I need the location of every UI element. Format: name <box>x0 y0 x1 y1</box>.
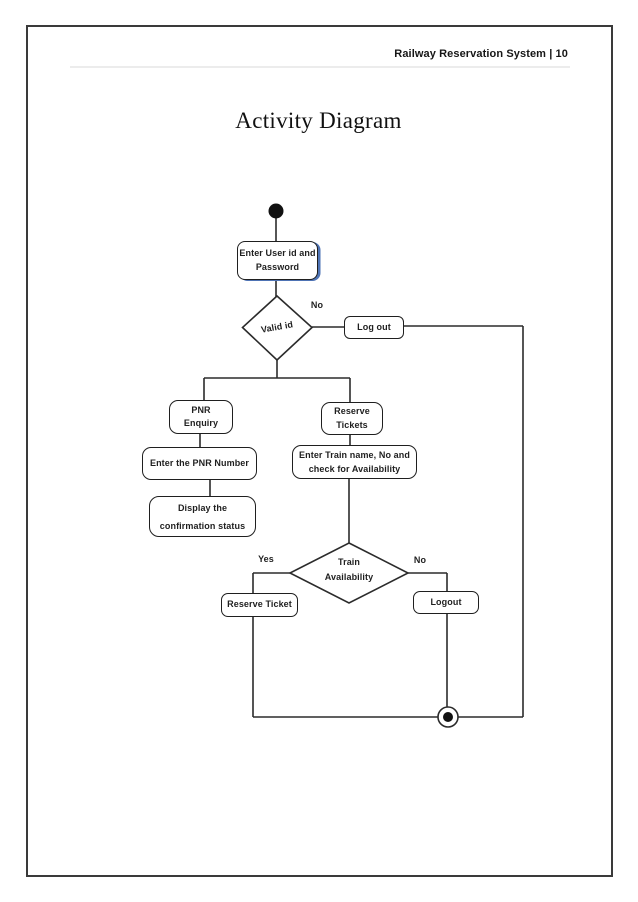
decision-diamond-valid-id <box>241 294 314 362</box>
node-label: Reserve Tickets <box>334 406 370 430</box>
activity-node-enter-pnr-number: Enter the PNR Number <box>142 447 257 480</box>
edge-label-no: No <box>413 555 427 565</box>
decision-label-line: Train <box>337 556 360 567</box>
activity-node-log-out: Log out <box>344 316 404 339</box>
node-label: Display the confirmation status <box>159 502 246 531</box>
end-node-inner <box>443 712 453 722</box>
node-label: PNR Enquiry <box>183 404 219 428</box>
activity-node-reserve-ticket: Reserve Ticket <box>221 593 298 617</box>
node-label: Enter User id and Password <box>239 248 316 272</box>
decision-label-train-availability: Train Availability <box>299 551 399 587</box>
decision-label-line: Availability <box>324 571 374 582</box>
activity-node-logout: Logout <box>413 591 479 614</box>
activity-node-reserve-tickets: Reserve Tickets <box>321 402 383 435</box>
edge-label-yes: Yes <box>258 554 274 564</box>
page-border <box>26 25 613 877</box>
header-divider <box>70 66 570 68</box>
activity-node-enter-train-details: Enter Train name, No and check for Avail… <box>292 445 417 479</box>
activity-node-display-confirmation: Display the confirmation status <box>149 496 256 537</box>
page-title: Activity Diagram <box>235 108 402 133</box>
node-label: Enter Train name, No and check for Avail… <box>299 449 410 474</box>
node-label: Enter the PNR Number <box>149 457 249 468</box>
activity-node-pnr-enquiry: PNR Enquiry <box>169 400 233 434</box>
page-header: Railway Reservation System | 10 <box>394 48 568 60</box>
decision-diamond-train-availability <box>288 542 410 604</box>
edge-label-no: No <box>310 300 324 310</box>
start-node <box>268 203 284 219</box>
node-label: Logout <box>430 596 462 607</box>
node-label: Log out <box>357 321 391 332</box>
node-label: Reserve Ticket <box>227 599 292 610</box>
activity-node-enter-user-id: Enter User id and Password <box>237 241 318 280</box>
